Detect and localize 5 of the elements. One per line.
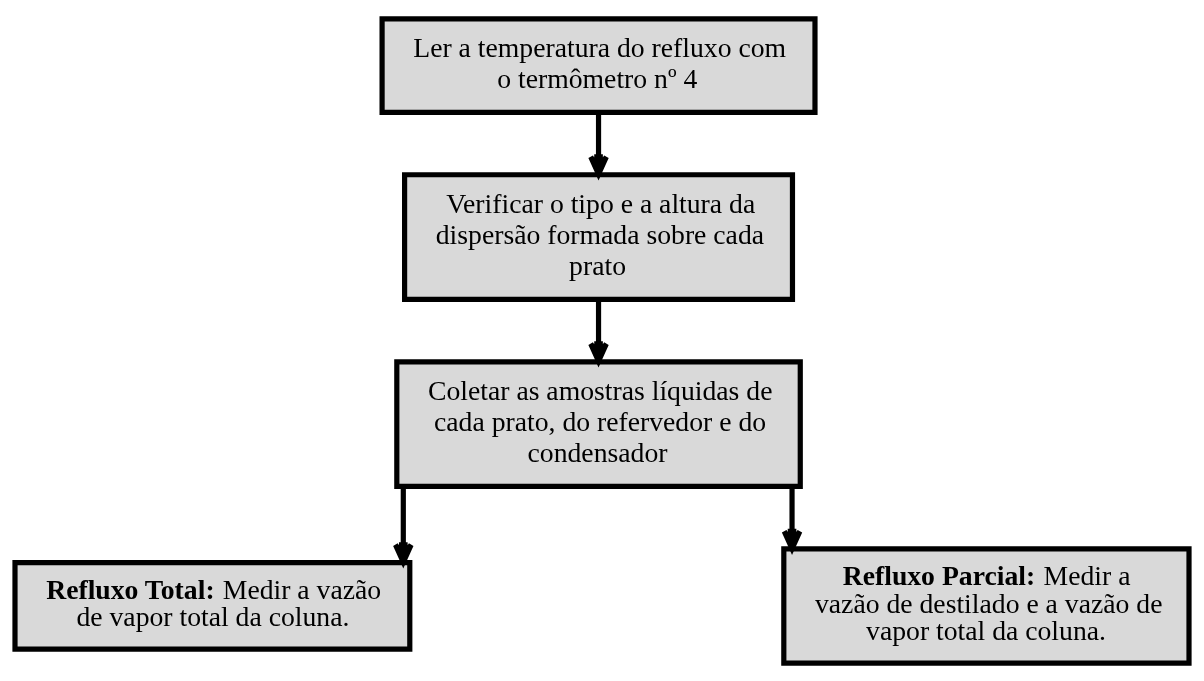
node-box: Coletar as amostras líquidas de cada prato, do refervedor e do condensador [394, 358, 803, 489]
node-box: Verificar o tipo e a altura da dispersão formada sobre cada prato [402, 171, 796, 302]
node-box: Refluxo Total: Medir a vazão de vapor total da coluna. [12, 559, 413, 652]
node-box: Ler a temperatura do refluxo com o termômetro nº 4 [379, 15, 818, 115]
node-box: Refluxo Parcial: Medir a vazão de destilado e a vazão de vapor total da coluna. [781, 545, 1192, 666]
